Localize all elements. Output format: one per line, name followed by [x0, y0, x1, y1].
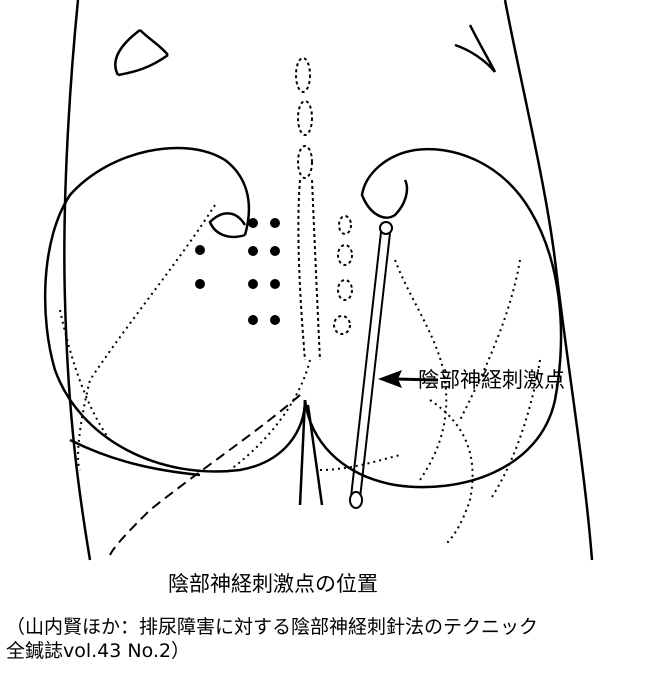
- gluteal-cleft: [298, 399, 324, 506]
- stimulation-point: [248, 315, 258, 325]
- stimulation-point: [248, 246, 258, 256]
- stimulation-points: [195, 218, 280, 325]
- figure-caption: 陰部神経刺激点の位置: [168, 572, 378, 596]
- stimulation-point: [270, 315, 280, 325]
- stimulation-point-label: 陰部神経刺激点: [418, 368, 565, 392]
- stimulation-point: [270, 279, 280, 289]
- right-buttock-outline: [303, 147, 563, 489]
- dotted-anatomy-lines: [59, 204, 541, 546]
- stimulation-point: [248, 218, 258, 228]
- dashed-line: [109, 394, 301, 556]
- needle: [349, 221, 393, 509]
- spine-dotted-line: [295, 57, 353, 361]
- reference-line-1: （山内賢ほか：排尿障害に対する陰部神経刺針法のテクニック: [6, 616, 539, 638]
- stimulation-point: [195, 279, 205, 289]
- stimulation-point: [270, 218, 280, 228]
- body-right-outline: [503, 0, 594, 561]
- lower-left-line: [69, 438, 201, 477]
- left-crease-hook: [208, 212, 247, 239]
- stimulation-point: [248, 279, 258, 289]
- left-arm-outline: [114, 29, 169, 77]
- stimulation-point: [270, 246, 280, 256]
- stimulation-point: [195, 245, 205, 255]
- reference-line-2: 全鍼誌vol.43 No.2）: [6, 640, 191, 662]
- arrow-icon: [378, 370, 439, 388]
- left-buttock-outline: [43, 146, 307, 473]
- body-left-outline: [63, 0, 92, 561]
- right-arm-outline: [454, 24, 497, 73]
